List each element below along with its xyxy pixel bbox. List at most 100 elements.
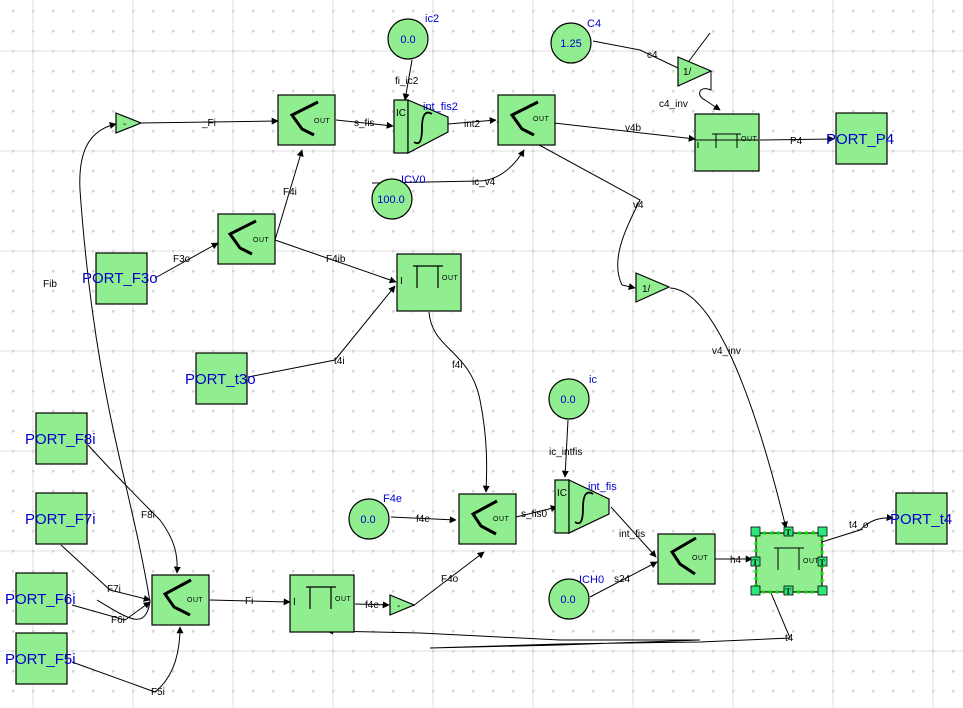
constant-name: ic [589,374,597,386]
constant-icv0[interactable]: 100.0 ICV0 [371,174,425,220]
constant-name: ICV0 [401,174,425,186]
port-f8i[interactable]: PORT_F8i [25,412,96,465]
out-label: OUT [741,136,758,143]
wire-label-f8i: F8i [141,510,155,521]
wire-fi-ic2[interactable] [402,59,413,101]
wire-label-f6i: F6i [111,615,125,626]
constant-f4e[interactable]: 0.0 F4e [348,493,402,540]
constant-ic2[interactable]: 0.0 ic2 [387,13,439,60]
wire-label-fi-ic2: fi_ic2 [395,76,419,87]
sigma-icon [509,100,539,137]
wire-label-t4i: t4i [334,356,345,367]
sum-block-fi[interactable]: OUT [151,574,210,626]
sum-block-h4[interactable]: OUT [657,533,716,585]
sum-block-mid[interactable]: OUT [217,213,276,265]
out-label: OUT [442,275,459,282]
wire-s-fis[interactable] [335,119,394,129]
port-p4[interactable]: PORT_P4 [826,112,894,165]
out-label: OUT [314,118,331,125]
wire-t4-o[interactable] [757,514,894,563]
wire-t4[interactable] [326,561,791,649]
port-handle-right[interactable]: T [817,556,828,567]
gain-inv-v4[interactable]: 1/ [635,272,671,303]
constant-name: ic2 [425,13,439,25]
wires [60,32,894,693]
wire-f4i-lower[interactable] [428,311,490,493]
wire-fi[interactable] [209,598,291,606]
port-f3o[interactable]: PORT_F3o [82,252,158,305]
pulse-block-v4b[interactable]: OUT [694,113,760,172]
wire-s24[interactable] [589,561,658,598]
wire-label-v4-inv: v4_inv [712,346,741,357]
sum-block-int2[interactable]: OUT [497,94,556,146]
sigma-icon [669,536,697,576]
constant-value: 0.0 [560,594,575,606]
port-t4[interactable]: PORT_t4 [890,492,952,545]
gain-neg-top[interactable]: - [115,112,143,134]
integrator-int-fis2[interactable]: IC int_fis2 [393,99,458,154]
wire-f8i[interactable] [87,444,181,574]
constant-ic[interactable]: 0.0 ic [548,374,597,420]
sum-block-top[interactable]: OUT [277,94,336,146]
wire-f4o[interactable] [412,551,485,607]
port-f7i[interactable]: PORT_F7i [25,492,96,545]
wire-t4i[interactable] [247,285,396,378]
port-f5i[interactable]: PORT_F5i [5,632,76,685]
wire-f6i[interactable] [71,601,151,621]
port-label: PORT_F5i [5,651,76,668]
integrator-int-fis[interactable]: IC int_fis [554,479,617,534]
wire-fib[interactable] [79,122,151,620]
wire-v4b[interactable] [553,122,696,142]
wire-label-c4: c4 [647,50,658,61]
gain-inv-c4[interactable]: 1/ [677,56,713,87]
resize-handle-nw[interactable] [750,526,761,537]
wire-label-fib: Fib [43,279,57,290]
integrator-name: int_fis2 [423,101,458,113]
pulse-block-fi[interactable]: I OUT [289,574,355,633]
wire-f4i[interactable] [274,149,304,241]
wire-c4-inv[interactable] [699,71,721,111]
wire-v4[interactable] [496,121,641,290]
wire-f4e-top[interactable] [390,516,457,524]
wire-label-h4: h4 [730,555,742,566]
wire-label-int2: int2 [464,119,481,130]
wire-f5i[interactable] [71,626,184,693]
sum-block-f4e[interactable]: OUT [458,493,517,545]
pulse-block-h4-selected[interactable]: OUT T T T T [750,526,828,596]
pulse-block-f4ib[interactable]: I OUT [396,253,462,312]
constant-c4[interactable]: 1.25 C4 [550,18,601,64]
wire-int-fis[interactable] [610,506,657,558]
wire-v4-inv[interactable] [669,287,788,529]
wire-ic-v4[interactable] [371,149,525,184]
wire-c4[interactable] [592,40,679,69]
port-handle-top[interactable]: T [783,526,794,537]
wire-label-p4: P4 [790,136,803,147]
wire-ic-intfis[interactable] [561,419,569,478]
integral-icon [574,491,594,525]
gain-label: 1/ [642,284,651,295]
wire-f3o[interactable] [154,242,219,279]
pulse-icon [774,547,804,570]
port-handle-left[interactable]: T [750,556,761,567]
wire-fi-top[interactable] [140,117,279,125]
port-t3o[interactable]: PORT_t3o [185,352,256,405]
wire-label-fi-top: _Fi [201,118,216,129]
port-f6i[interactable]: PORT_F6i [5,572,76,625]
wire-p4[interactable] [759,135,835,143]
out-label: OUT [692,555,709,562]
gain-neg-bottom[interactable]: - [389,594,416,616]
port-handle-bottom[interactable]: T [783,585,794,596]
in-label: I [400,276,403,287]
wire-f7i[interactable] [60,544,151,602]
wire-int2[interactable] [447,117,497,125]
wire-s-fis0[interactable] [515,505,558,518]
constant-ich0[interactable]: 0.0 ICH0 [548,574,604,620]
port-label: PORT_P4 [826,131,894,148]
wire-labels: _Fi s_fis fi_ic2 int2 c4 c4_inv v4b P4 i… [43,50,869,698]
wire-f4e-bottom[interactable] [354,601,390,609]
resize-handle-ne[interactable] [817,526,828,537]
wire-f4ib[interactable] [274,239,397,284]
resize-handle-se[interactable] [817,585,828,596]
resize-handle-sw[interactable] [750,585,761,596]
